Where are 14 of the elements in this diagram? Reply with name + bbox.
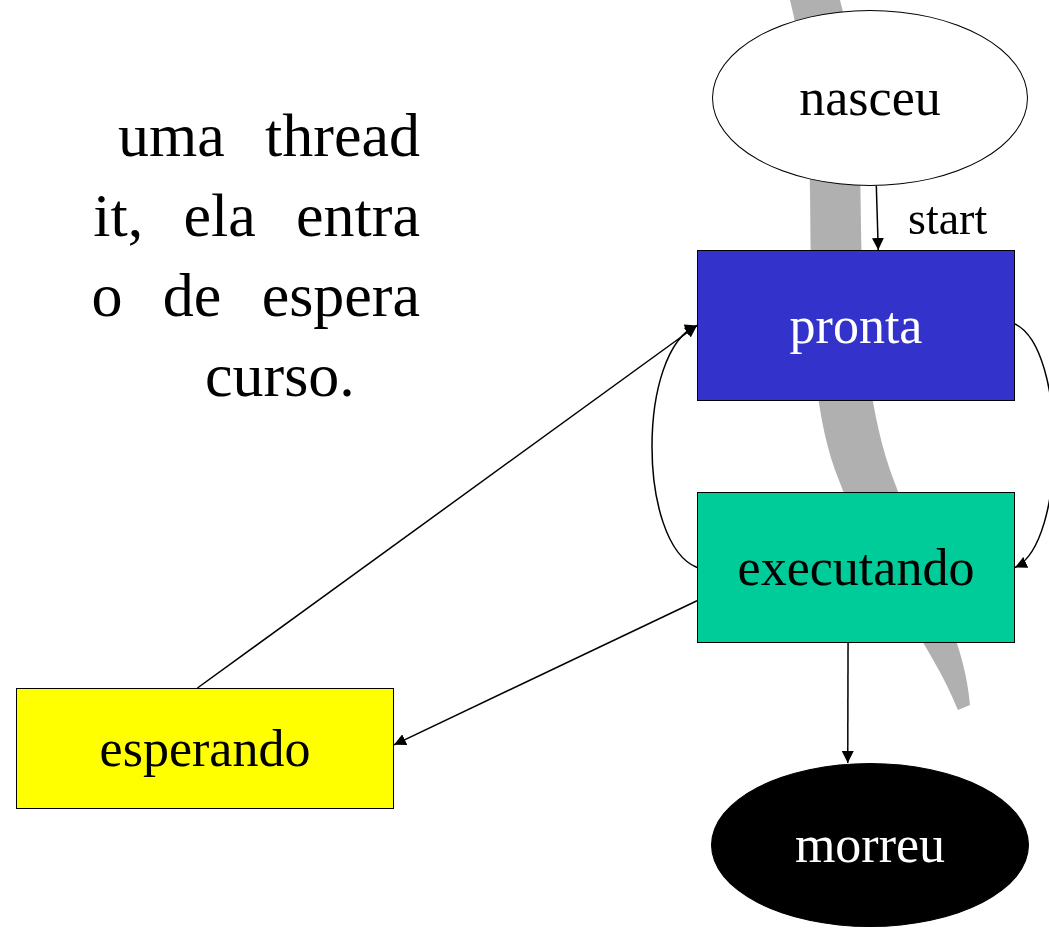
arrow	[393, 599, 698, 746]
state-ellipse: nasceu	[712, 10, 1028, 186]
arrow	[871, 185, 884, 251]
arrow	[196, 324, 698, 689]
state-box: executando	[697, 492, 1015, 643]
state-box: esperando	[16, 688, 394, 809]
arrow	[1014, 323, 1049, 569]
paragraph-text: uma thread	[118, 104, 420, 166]
paragraph-text: curso.	[205, 344, 355, 406]
paragraph-text: it, ela entra	[93, 184, 420, 246]
state-box: pronta	[697, 250, 1015, 401]
state-ellipse: morreu	[711, 763, 1029, 927]
arrow	[841, 642, 854, 764]
arrow	[651, 324, 698, 569]
